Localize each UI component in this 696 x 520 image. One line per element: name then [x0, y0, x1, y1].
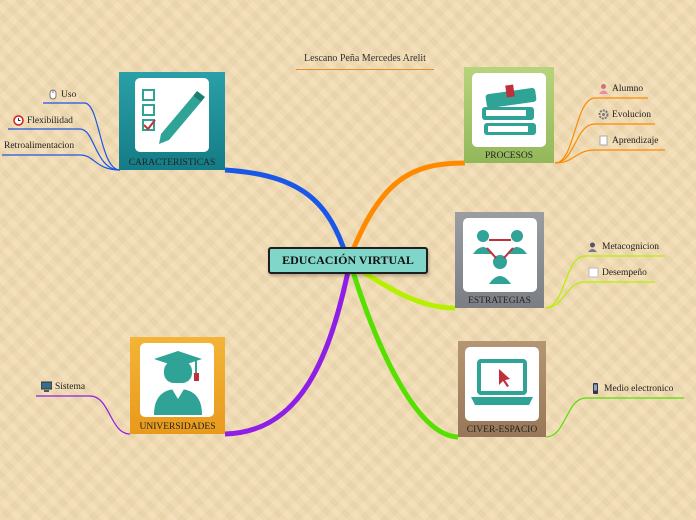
topic-label: UNIVERSIDADES — [139, 422, 216, 432]
leaf-label: Aprendizaje — [612, 135, 659, 146]
laptop-icon — [465, 347, 539, 421]
checklist-icon — [135, 78, 209, 152]
leaf-evolucion[interactable]: Evolucion — [598, 109, 651, 120]
topic-civer-espacio[interactable]: CIVER-ESPACIO — [458, 341, 546, 437]
leaf-label: Evolucion — [612, 109, 652, 120]
clock-icon — [13, 115, 24, 126]
leaf-medio-electronico[interactable]: Medio electronico — [590, 383, 673, 394]
branch-universidades — [224, 261, 353, 437]
leaf-metacognicion[interactable]: Metacognicion — [588, 241, 659, 252]
branch-procesos — [345, 160, 466, 263]
leaf-flexibilidad[interactable]: Flexibilidad — [13, 115, 73, 126]
leaf-sistema[interactable]: Sistema — [40, 381, 86, 392]
leaf-label: Medio electronico — [604, 383, 674, 394]
branch-caracteristicas — [224, 167, 351, 263]
leaf-label: Flexibilidad — [27, 115, 73, 126]
document-icon — [598, 135, 609, 146]
topic-label: CIVER-ESPACIO — [466, 425, 538, 435]
author-label: Lescano Peña Mercedes Arelit — [296, 53, 434, 70]
person-icon — [598, 83, 609, 94]
topic-label: PROCESOS — [484, 151, 534, 161]
graduate-icon — [140, 343, 214, 417]
leaf-desempeno[interactable]: Desempeño — [588, 267, 647, 278]
books-icon — [472, 73, 546, 147]
central-topic[interactable]: EDUCACIÓN VIRTUAL — [268, 247, 428, 274]
leaf-label: Desempeño — [602, 267, 647, 278]
topic-procesos[interactable]: PROCESOS — [464, 67, 554, 163]
leaf-label: Uso — [61, 89, 77, 100]
phone-icon — [590, 383, 601, 394]
topic-caracteristicas[interactable]: CARACTERISTICAS — [119, 72, 225, 170]
leaf-alumno[interactable]: Alumno — [598, 83, 643, 94]
leaf-aprendizaje[interactable]: Aprendizaje — [598, 135, 658, 146]
topic-universidades[interactable]: UNIVERSIDADES — [130, 337, 225, 434]
branch-civer — [347, 261, 459, 440]
leaf-label: Retroalimentacion — [4, 141, 75, 151]
topic-label: CARACTERISTICAS — [128, 158, 216, 168]
user-search-icon — [588, 241, 599, 252]
note-icon — [588, 267, 599, 278]
computer-icon — [40, 381, 53, 392]
leaf-label: Sistema — [55, 381, 86, 392]
leaf-label: Alumno — [612, 83, 644, 94]
people-network-icon — [463, 218, 537, 292]
gear-icon — [598, 109, 609, 120]
leaf-uso[interactable]: Uso — [47, 89, 76, 100]
leaf-label: Metacognicion — [602, 241, 659, 252]
mouse-icon — [47, 89, 58, 100]
topic-estrategias[interactable]: ESTRATEGIAS — [455, 212, 544, 308]
topic-label: ESTRATEGIAS — [468, 296, 531, 306]
leaf-retroalimentacion[interactable]: Retroalimentacion — [4, 141, 74, 151]
